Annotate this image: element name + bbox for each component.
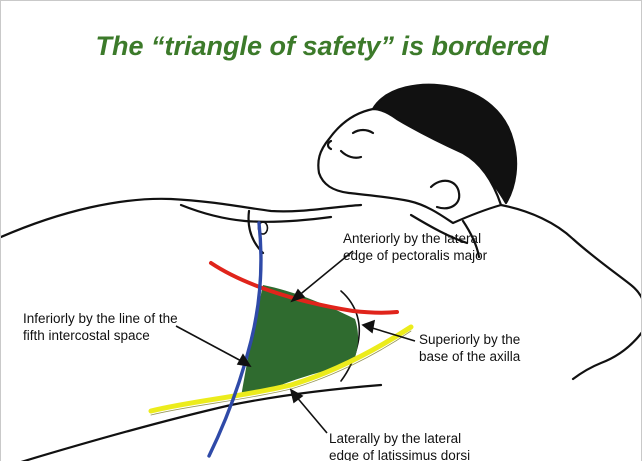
label-inferior-line2: fifth intercostal space (23, 327, 178, 344)
label-inferior: Inferiorly by the line of the fifth inte… (23, 310, 178, 344)
head (318, 85, 516, 223)
label-superior-line2: base of the axilla (419, 348, 520, 365)
label-lateral-line2: edge of latissimus dorsi (329, 447, 470, 461)
label-anterior-line2: edge of pectoralis major (343, 247, 487, 264)
arrowhead-superior (363, 321, 374, 332)
arrow-lateral (295, 395, 327, 433)
label-superior-line1: Superiorly by the (419, 331, 520, 348)
label-anterior: Anteriorly by the lateral edge of pector… (343, 230, 487, 264)
shoulder-outline (501, 205, 642, 301)
clavicle (181, 205, 331, 222)
label-lateral-line1: Laterally by the lateral (329, 430, 470, 447)
label-inferior-line1: Inferiorly by the line of the (23, 310, 178, 327)
lower-torso-outline (21, 385, 381, 461)
label-lateral: Laterally by the lateral edge of latissi… (329, 430, 470, 461)
arm-outline (573, 331, 642, 379)
label-superior: Superiorly by the base of the axilla (419, 331, 520, 365)
slide-title: The “triangle of safety” is bordered (1, 31, 642, 62)
arrow-inferior (176, 326, 245, 363)
label-anterior-line1: Anteriorly by the lateral (343, 230, 487, 247)
